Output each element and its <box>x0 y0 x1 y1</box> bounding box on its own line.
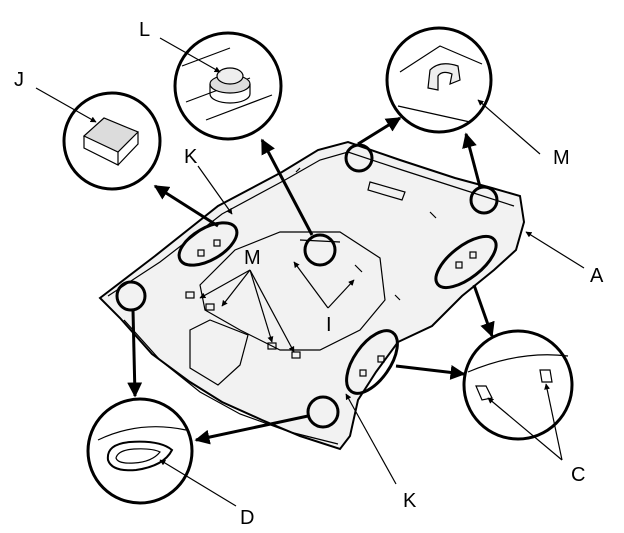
label-i: I <box>326 314 332 336</box>
label-k-top: K <box>184 146 198 168</box>
label-m-mid: M <box>244 247 261 269</box>
leader-lines <box>35 37 585 507</box>
label-c: C <box>571 464 585 486</box>
detail-j <box>62 91 162 191</box>
callout-arrows <box>127 116 495 445</box>
label-j: J <box>14 69 24 91</box>
detail-l <box>173 31 283 141</box>
label-m-top: M <box>553 147 570 169</box>
highlight-markers <box>115 143 499 429</box>
label-l: L <box>139 19 150 41</box>
label-k-bottom: K <box>403 490 417 512</box>
label-a: A <box>590 265 604 287</box>
detail-m-top <box>385 26 493 134</box>
diagram-labels: J L K M A M I C D K <box>14 19 604 529</box>
detail-c <box>462 329 574 441</box>
detail-d <box>86 397 194 505</box>
label-d: D <box>240 507 254 529</box>
